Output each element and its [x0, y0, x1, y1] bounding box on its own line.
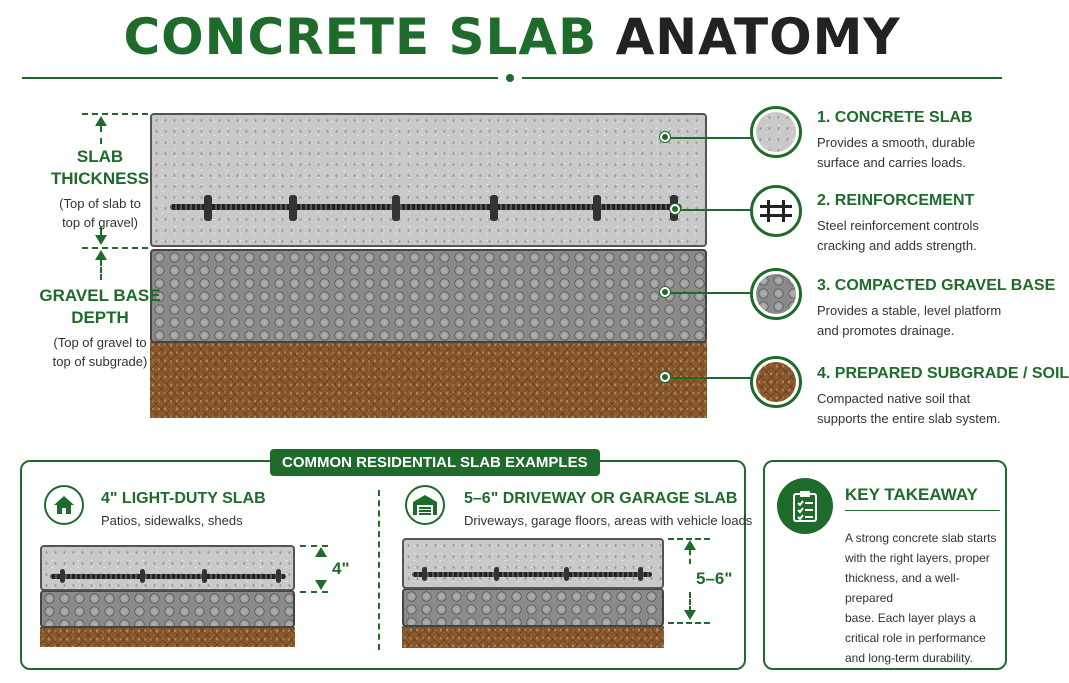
arrow-down-icon [684, 610, 696, 620]
arrow-down-icon [95, 235, 107, 245]
driveway-slab-title: 5–6" DRIVEWAY OR GARAGE SLAB [464, 490, 738, 507]
examples-header: COMMON RESIDENTIAL SLAB EXAMPLES [270, 449, 600, 476]
dim-stem [100, 260, 102, 280]
takeaway-text: A strong concrete slab starts with the r… [845, 531, 997, 665]
leader-line [668, 292, 752, 294]
dim-line [668, 538, 710, 540]
dim-line-mid [82, 247, 148, 249]
rebar [170, 204, 682, 210]
rebar-chair [392, 195, 400, 221]
gravel-layer [150, 249, 707, 343]
legend-item-gravel: 3. COMPACTED GRAVEL BASE Provides a stab… [817, 277, 1056, 338]
soil-swatch-icon [750, 356, 802, 408]
concrete-swatch-icon [750, 106, 802, 158]
dim-line [300, 591, 328, 593]
examples-divider [378, 490, 380, 650]
arrow-up-icon [684, 540, 696, 550]
leader-line [668, 137, 752, 139]
title-rule-dot [506, 74, 514, 82]
leader-pin [660, 287, 670, 297]
leader-pin [660, 372, 670, 382]
leader-pin [660, 132, 670, 142]
title-part-2: ANATOMY [615, 8, 901, 66]
takeaway-title: KEY TAKEAWAY [845, 485, 978, 504]
rebar-grid-icon [750, 185, 802, 237]
rebar-chair [593, 195, 601, 221]
driveway-slab-desc: Driveways, garage floors, areas with veh… [464, 513, 753, 528]
cross-section [150, 113, 707, 418]
gravel-swatch-icon [750, 268, 802, 320]
arrow-up-icon [95, 250, 107, 260]
rebar-chair [289, 195, 297, 221]
legend-item-subgrade: 4. PREPARED SUBGRADE / SOIL Compacted na… [817, 365, 1069, 426]
dim-line-top [82, 113, 148, 115]
house-icon [44, 485, 84, 525]
light-slab-dimension: 4" [332, 559, 350, 578]
light-slab-section [40, 545, 295, 647]
dim-line [668, 622, 710, 624]
slab-thickness-label: SLAB THICKNESS (Top of slab to top of gr… [50, 147, 150, 230]
legend-item-reinforcement: 2. REINFORCEMENT Steel reinforcement con… [817, 192, 979, 253]
concrete-slab-layer [150, 113, 707, 247]
title-rule-right [522, 77, 1002, 79]
light-slab-desc: Patios, sidewalks, sheds [101, 513, 243, 528]
arrow-up-icon [95, 116, 107, 126]
dim-stem [100, 126, 102, 144]
clipboard-checklist-icon [777, 478, 833, 534]
title-rule-left [22, 77, 498, 79]
dim-stem [689, 592, 691, 612]
legend-item-concrete: 1. CONCRETE SLAB Provides a smooth, dura… [817, 109, 976, 170]
light-slab-title: 4" LIGHT-DUTY SLAB [101, 490, 266, 507]
rebar-chair [490, 195, 498, 221]
title-part-1: CONCRETE SLAB [123, 8, 598, 66]
driveway-slab-section [402, 538, 664, 648]
dim-line [300, 545, 328, 547]
leader-line [668, 377, 752, 379]
dim-stem [689, 550, 691, 564]
arrow-up-icon [315, 547, 327, 557]
leader-line [678, 209, 752, 211]
takeaway-rule [845, 510, 1000, 511]
page-title: CONCRETE SLAB ANATOMY [0, 6, 1024, 68]
driveway-slab-dimension: 5–6" [696, 569, 733, 588]
arrow-down-icon [315, 580, 327, 590]
gravel-depth-label: GRAVEL BASE DEPTH (Top of gravel to top … [39, 286, 161, 369]
dim-stem [100, 227, 102, 237]
garage-icon [405, 485, 445, 525]
subgrade-layer [150, 341, 707, 418]
leader-pin [670, 204, 680, 214]
rebar-chair [204, 195, 212, 221]
